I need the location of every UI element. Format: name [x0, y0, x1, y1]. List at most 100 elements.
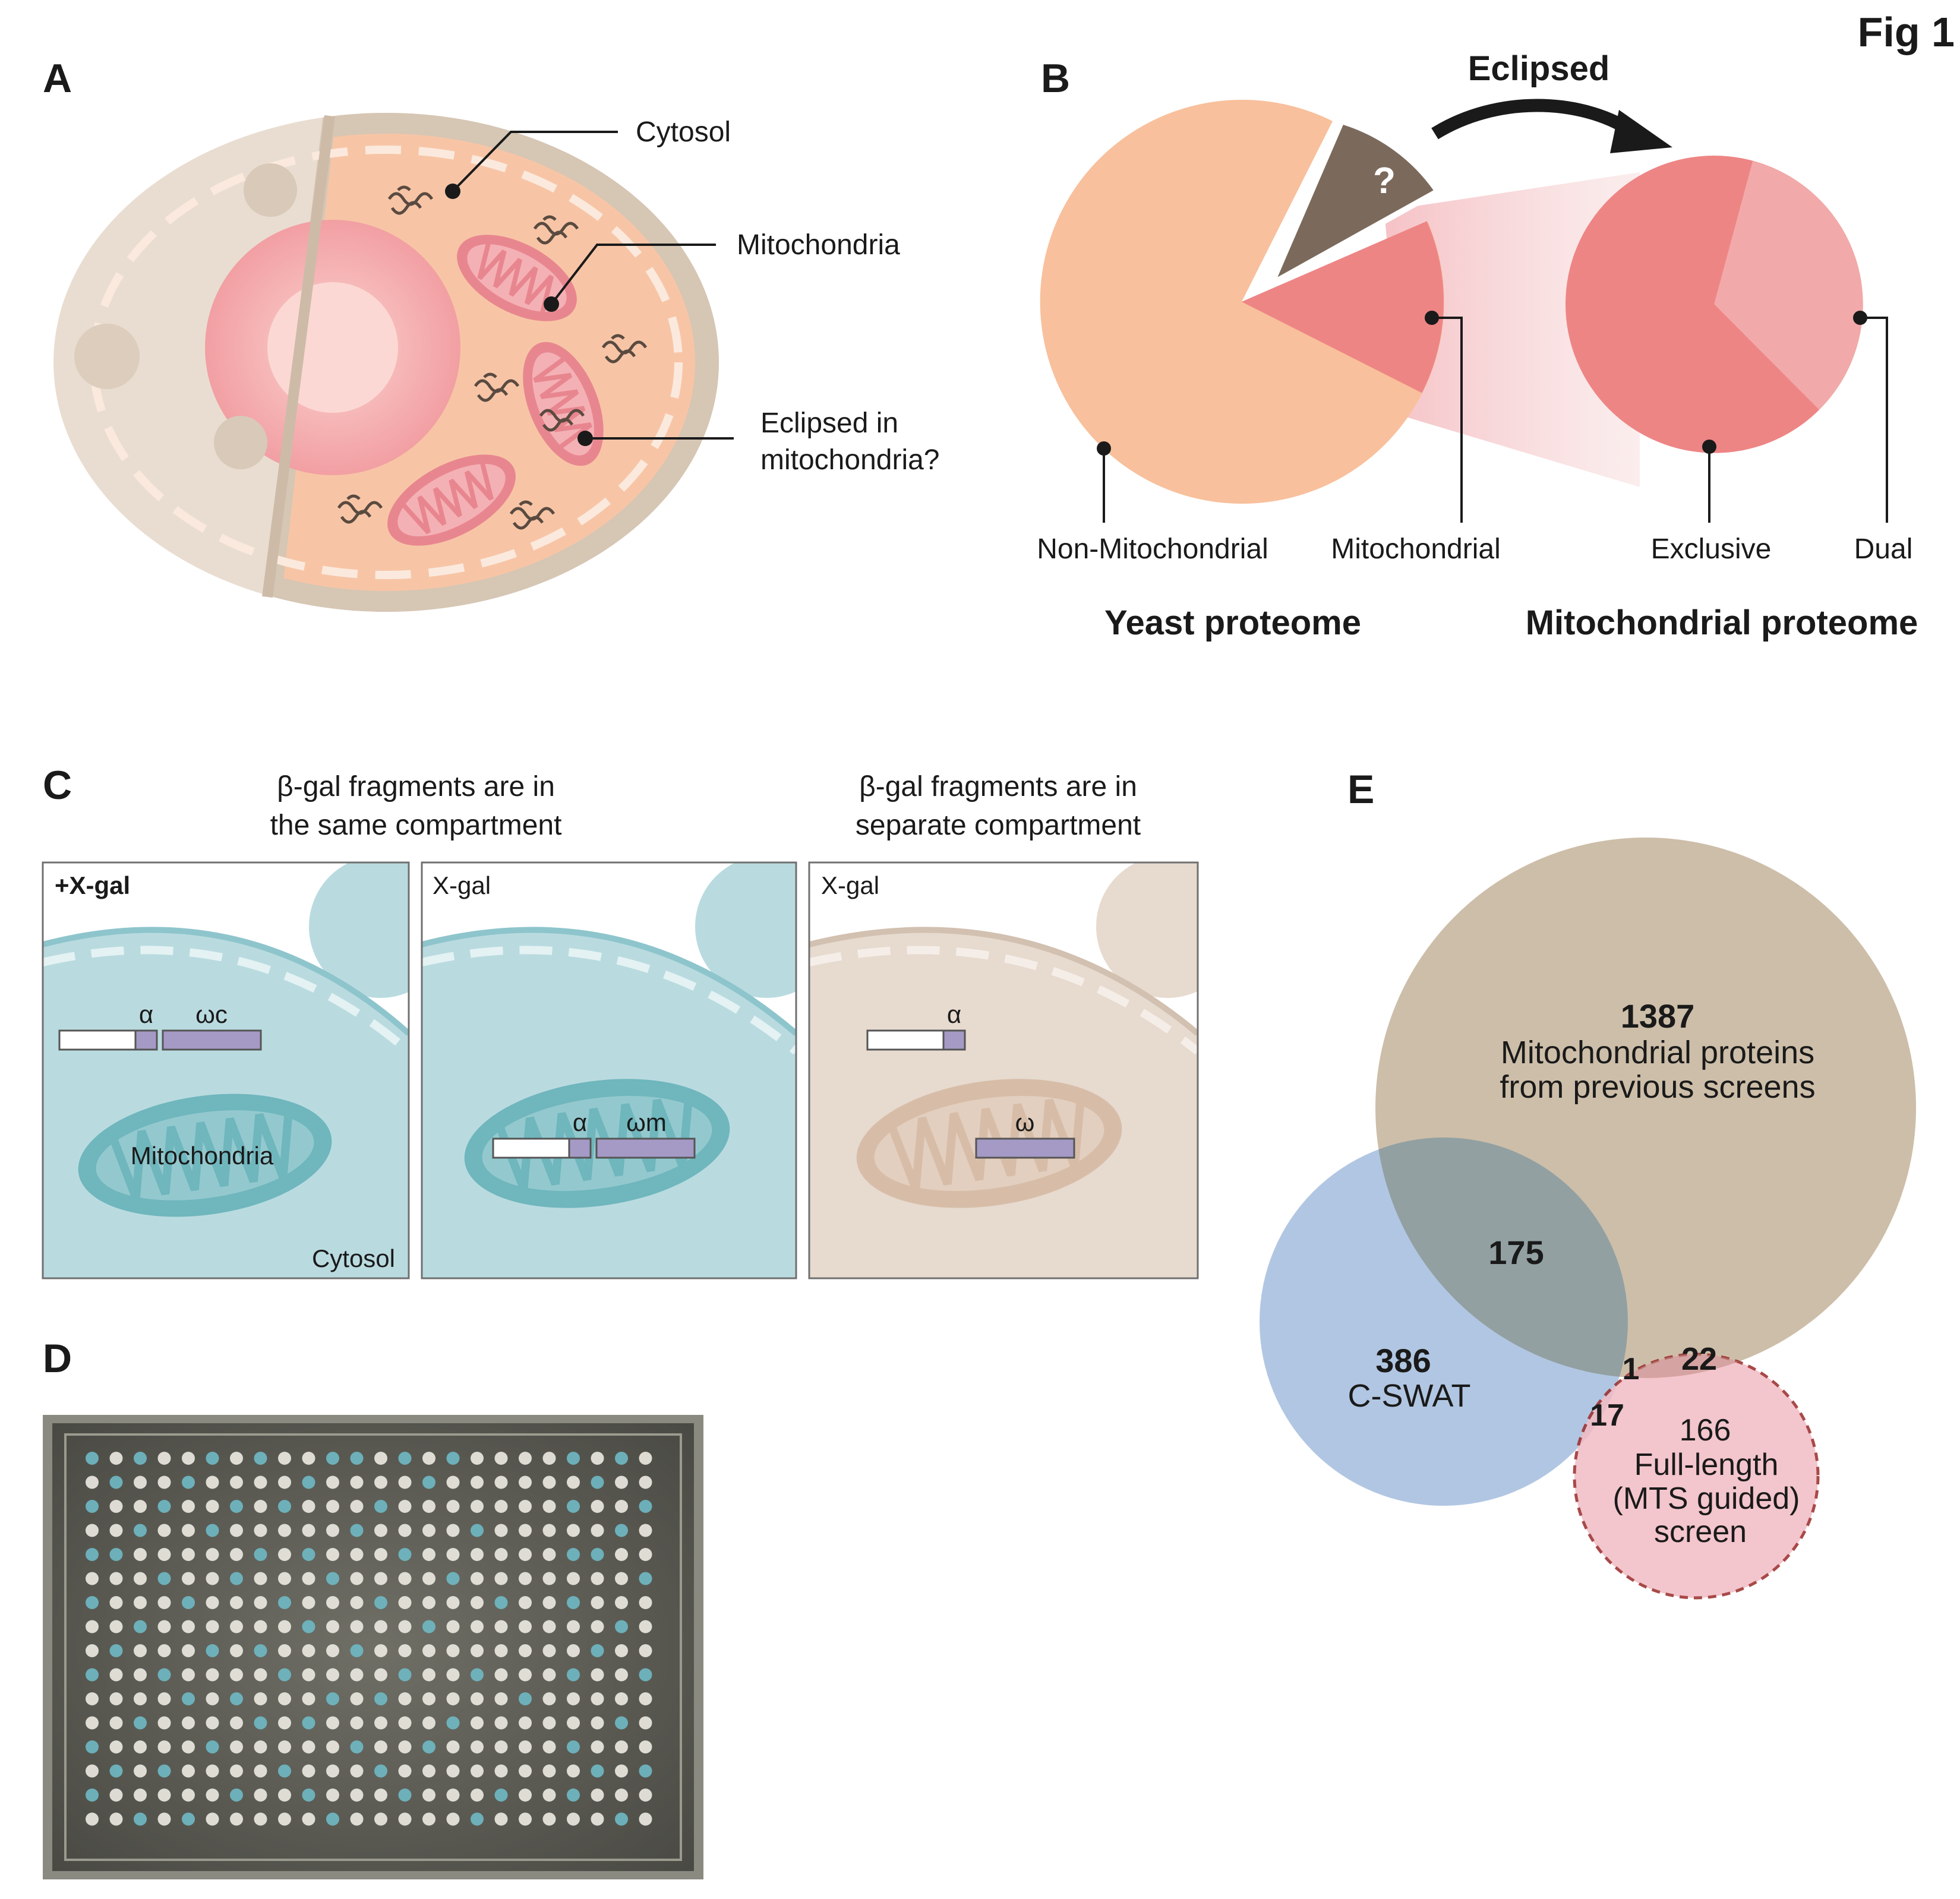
colony	[567, 1740, 580, 1753]
colony	[134, 1596, 147, 1609]
colony	[374, 1572, 387, 1585]
colony	[422, 1812, 435, 1826]
colony	[230, 1764, 243, 1778]
colony	[109, 1812, 123, 1826]
colony	[182, 1620, 195, 1633]
colony	[374, 1452, 387, 1465]
colony	[109, 1716, 123, 1730]
colony	[446, 1716, 460, 1730]
callout-dot	[1702, 440, 1716, 454]
colony	[494, 1452, 508, 1465]
box1-omega-label: ωc	[195, 1000, 228, 1028]
colony	[542, 1644, 556, 1657]
fragment-omega	[162, 1029, 262, 1051]
box2-omega-label: ωm	[626, 1108, 667, 1136]
colony	[591, 1475, 604, 1489]
colony	[302, 1812, 315, 1826]
fragment-omega	[975, 1137, 1075, 1159]
colony	[157, 1740, 171, 1753]
colony	[639, 1475, 652, 1489]
colony	[254, 1500, 267, 1513]
colony	[302, 1789, 315, 1802]
colony	[134, 1740, 147, 1753]
panel-c: C β-gal fragments are in the same compar…	[42, 763, 1199, 1279]
colony	[374, 1524, 387, 1537]
colony	[350, 1789, 364, 1802]
colony	[182, 1692, 195, 1705]
venn-overlap-prev-full: 22	[1681, 1341, 1717, 1377]
assay-box-1	[42, 861, 410, 1279]
colony	[278, 1668, 291, 1682]
colony	[182, 1764, 195, 1778]
colony	[157, 1596, 171, 1609]
colony	[86, 1644, 99, 1657]
colony	[350, 1764, 364, 1778]
mitochondrion	[78, 1094, 332, 1217]
colony	[230, 1740, 243, 1753]
colony	[639, 1452, 652, 1465]
colony	[639, 1692, 652, 1705]
colony	[398, 1789, 412, 1802]
colony	[157, 1692, 171, 1705]
colony	[567, 1789, 580, 1802]
colony	[182, 1644, 195, 1657]
header-same-compartment-1: β-gal fragments are in	[277, 771, 555, 802]
colony	[134, 1572, 147, 1585]
colony	[86, 1620, 99, 1633]
colony	[350, 1500, 364, 1513]
colony	[157, 1812, 171, 1826]
colony	[326, 1740, 339, 1753]
colony	[350, 1716, 364, 1730]
colony	[422, 1740, 435, 1753]
colony	[157, 1548, 171, 1561]
colony	[422, 1668, 435, 1682]
colony	[471, 1644, 484, 1657]
colony	[615, 1596, 628, 1609]
colony	[254, 1452, 267, 1465]
colony	[591, 1524, 604, 1537]
colony	[519, 1789, 532, 1802]
colony	[350, 1596, 364, 1609]
colony	[157, 1524, 171, 1537]
colony	[254, 1524, 267, 1537]
colony	[519, 1475, 532, 1489]
colony	[109, 1524, 123, 1537]
colony	[446, 1572, 460, 1585]
panel-e: E 1387 Mitochondrial proteins from previ…	[1260, 767, 1916, 1600]
colony	[471, 1572, 484, 1585]
colony	[567, 1548, 580, 1561]
colony	[567, 1644, 580, 1657]
callout-dot	[577, 431, 593, 446]
colony	[519, 1668, 532, 1682]
colony	[591, 1452, 604, 1465]
colony	[134, 1789, 147, 1802]
colony	[639, 1668, 652, 1682]
colony	[230, 1452, 243, 1465]
colony	[639, 1812, 652, 1826]
colony	[206, 1740, 219, 1753]
callout-dot	[1425, 311, 1439, 325]
venn-previous-count: 1387	[1621, 997, 1695, 1035]
colony	[326, 1475, 339, 1489]
eclipsed-arrowhead	[1610, 110, 1672, 153]
colony	[278, 1524, 291, 1537]
colony	[374, 1789, 387, 1802]
colony	[302, 1572, 315, 1585]
panel-d: D	[43, 1336, 703, 1879]
colony	[542, 1596, 556, 1609]
colony	[615, 1500, 628, 1513]
colony	[567, 1524, 580, 1537]
colony	[591, 1548, 604, 1561]
colony	[278, 1500, 291, 1513]
colony	[326, 1572, 339, 1585]
colony	[109, 1572, 123, 1585]
colony	[494, 1716, 508, 1730]
colony	[134, 1764, 147, 1778]
colony	[326, 1548, 339, 1561]
colony	[542, 1500, 556, 1513]
colony	[86, 1475, 99, 1489]
colony	[471, 1524, 484, 1537]
colony	[134, 1548, 147, 1561]
colony	[422, 1716, 435, 1730]
colony	[542, 1524, 556, 1537]
